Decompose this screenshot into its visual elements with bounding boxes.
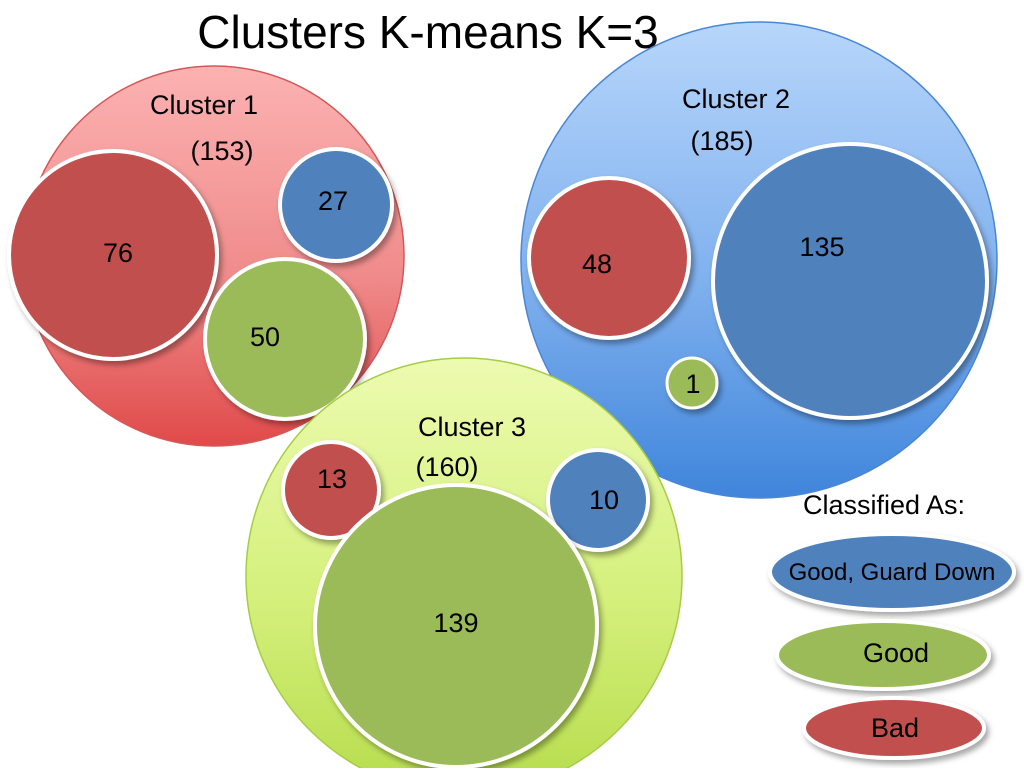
cluster-1-bad-count: 76	[103, 238, 133, 268]
cluster-3-good-guard-down-bubble	[546, 448, 650, 552]
cluster-3-name: Cluster 3	[418, 412, 526, 442]
legend-heading: Classified As:	[803, 490, 965, 520]
cluster-2-good-bubble	[665, 356, 719, 410]
cluster-1: Cluster 1 (153) 76 27 50	[7, 65, 405, 447]
cluster-2-bad-count: 48	[582, 249, 612, 279]
cluster-1-good-bubble	[203, 257, 367, 421]
cluster-2: Cluster 2 (185) 48 135 1	[520, 21, 998, 499]
cluster-2-total: (185)	[690, 126, 753, 156]
cluster-3-good-bubble	[313, 483, 599, 769]
cluster-3-good-guard-down-count: 10	[589, 485, 619, 515]
legend: Classified As: Good, Guard Down Good Bad	[768, 490, 1016, 760]
legend-item-bad-swatch	[802, 696, 986, 760]
legend-item-bad-label: Bad	[871, 713, 919, 743]
cluster-1-total: (153)	[190, 136, 253, 166]
legend-item-good-guard-down-label: Good, Guard Down	[789, 559, 996, 586]
cluster-3-bad-count: 13	[317, 464, 347, 494]
legend-item-good-label: Good	[863, 638, 929, 668]
cluster-3-bad-bubble	[281, 440, 381, 540]
diagram-title: Clusters K-means K=3	[197, 6, 658, 58]
cluster-2-good-guard-down-count: 135	[799, 232, 844, 262]
cluster-3-good-count: 139	[433, 608, 478, 638]
legend-item-good-swatch	[775, 619, 991, 691]
cluster-1-good-guard-down-bubble	[278, 147, 394, 263]
cluster-3-total: (160)	[415, 452, 478, 482]
cluster-3: Cluster 3 (160) 13 10 139	[245, 357, 683, 773]
cluster-2-bad-bubble	[527, 176, 691, 340]
cluster-2-name: Cluster 2	[682, 84, 790, 114]
cluster-1-name: Cluster 1	[150, 90, 258, 120]
cluster-1-good-guard-down-count: 27	[318, 186, 348, 216]
cluster-1-bad-bubble	[7, 149, 219, 361]
cluster-2-good-guard-down-bubble	[711, 142, 989, 420]
cluster-1-good-count: 50	[250, 322, 280, 352]
legend-item-good-guard-down-swatch	[768, 532, 1016, 612]
cluster-2-good-count: 1	[685, 369, 700, 399]
